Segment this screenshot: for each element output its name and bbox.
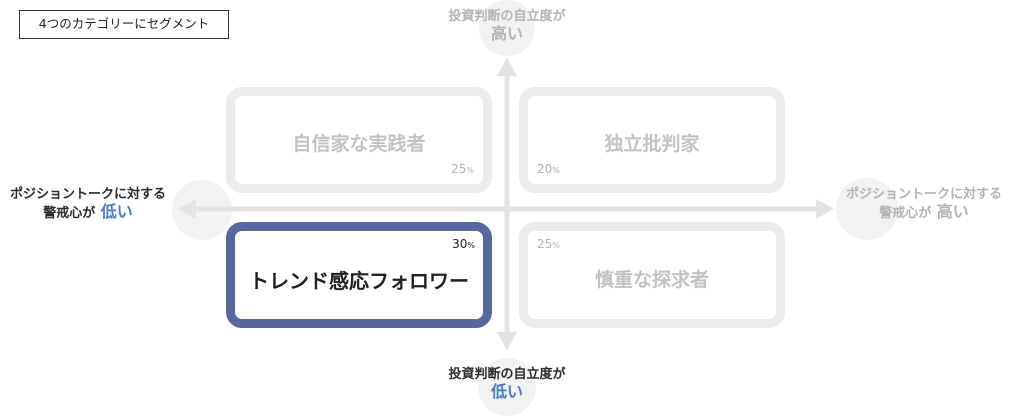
right-axis-circle <box>836 178 898 240</box>
quadrant-top-left-percent: 25% <box>451 162 474 176</box>
quadrant-top-left-name: 自信家な実践者 <box>292 133 426 155</box>
quadrant-top-right-name: 独立批判家 <box>604 133 700 155</box>
quadrant-bottom-right-name: 慎重な探求者 <box>594 269 709 291</box>
quadrant-top-right: 独立批判家 20% <box>519 87 785 193</box>
bottom-axis-label: 投資判断の自立度が 低い <box>407 367 607 401</box>
right-axis-line2b: 高い <box>936 201 969 221</box>
left-arrow-head <box>178 199 196 219</box>
segment-title-tag: 4つのカテゴリーにセグメント <box>19 10 229 39</box>
top-axis-line1: 投資判断の自立度が <box>448 9 566 24</box>
left-axis-label: ポジショントークに対する 警戒心が 低い <box>0 187 176 222</box>
segment-title-text: 4つのカテゴリーにセグメント <box>38 16 210 31</box>
up-arrow-head <box>497 58 517 76</box>
quadrant-bottom-left-name: トレンド感応フォロワー <box>249 269 469 293</box>
bottom-axis-line1: 投資判断の自立度が <box>448 367 566 382</box>
quadrant-bottom-right: 慎重な探求者 25% <box>519 222 785 328</box>
right-axis-line2a: 警戒心が <box>879 205 932 221</box>
quadrant-bottom-left: トレンド感応フォロワー 30% <box>226 222 492 328</box>
top-axis-label: 投資判断の自立度が 高い <box>407 9 607 43</box>
right-axis-label: ポジショントークに対する 警戒心が 高い <box>834 187 1014 222</box>
quadrant-bottom-right-percent: 25% <box>537 237 560 251</box>
left-axis-line2b: 低い <box>100 201 133 221</box>
right-axis-line1: ポジショントークに対する <box>845 187 1002 202</box>
left-axis-line1: ポジショントークに対する <box>9 187 166 202</box>
top-axis-line2: 高い <box>490 23 523 43</box>
top-axis-circle <box>479 0 535 56</box>
quadrant-top-left: 自信家な実践者 25% <box>226 87 492 193</box>
right-arrow-head <box>816 199 834 219</box>
bottom-axis-line2: 低い <box>490 381 523 401</box>
bottom-axis-circle <box>478 358 536 416</box>
quadrant-top-right-percent: 20% <box>537 162 560 176</box>
left-axis-line2a: 警戒心が <box>43 205 96 221</box>
down-arrow-head <box>497 332 517 350</box>
quadrant-bottom-left-percent: 30% <box>452 237 475 251</box>
